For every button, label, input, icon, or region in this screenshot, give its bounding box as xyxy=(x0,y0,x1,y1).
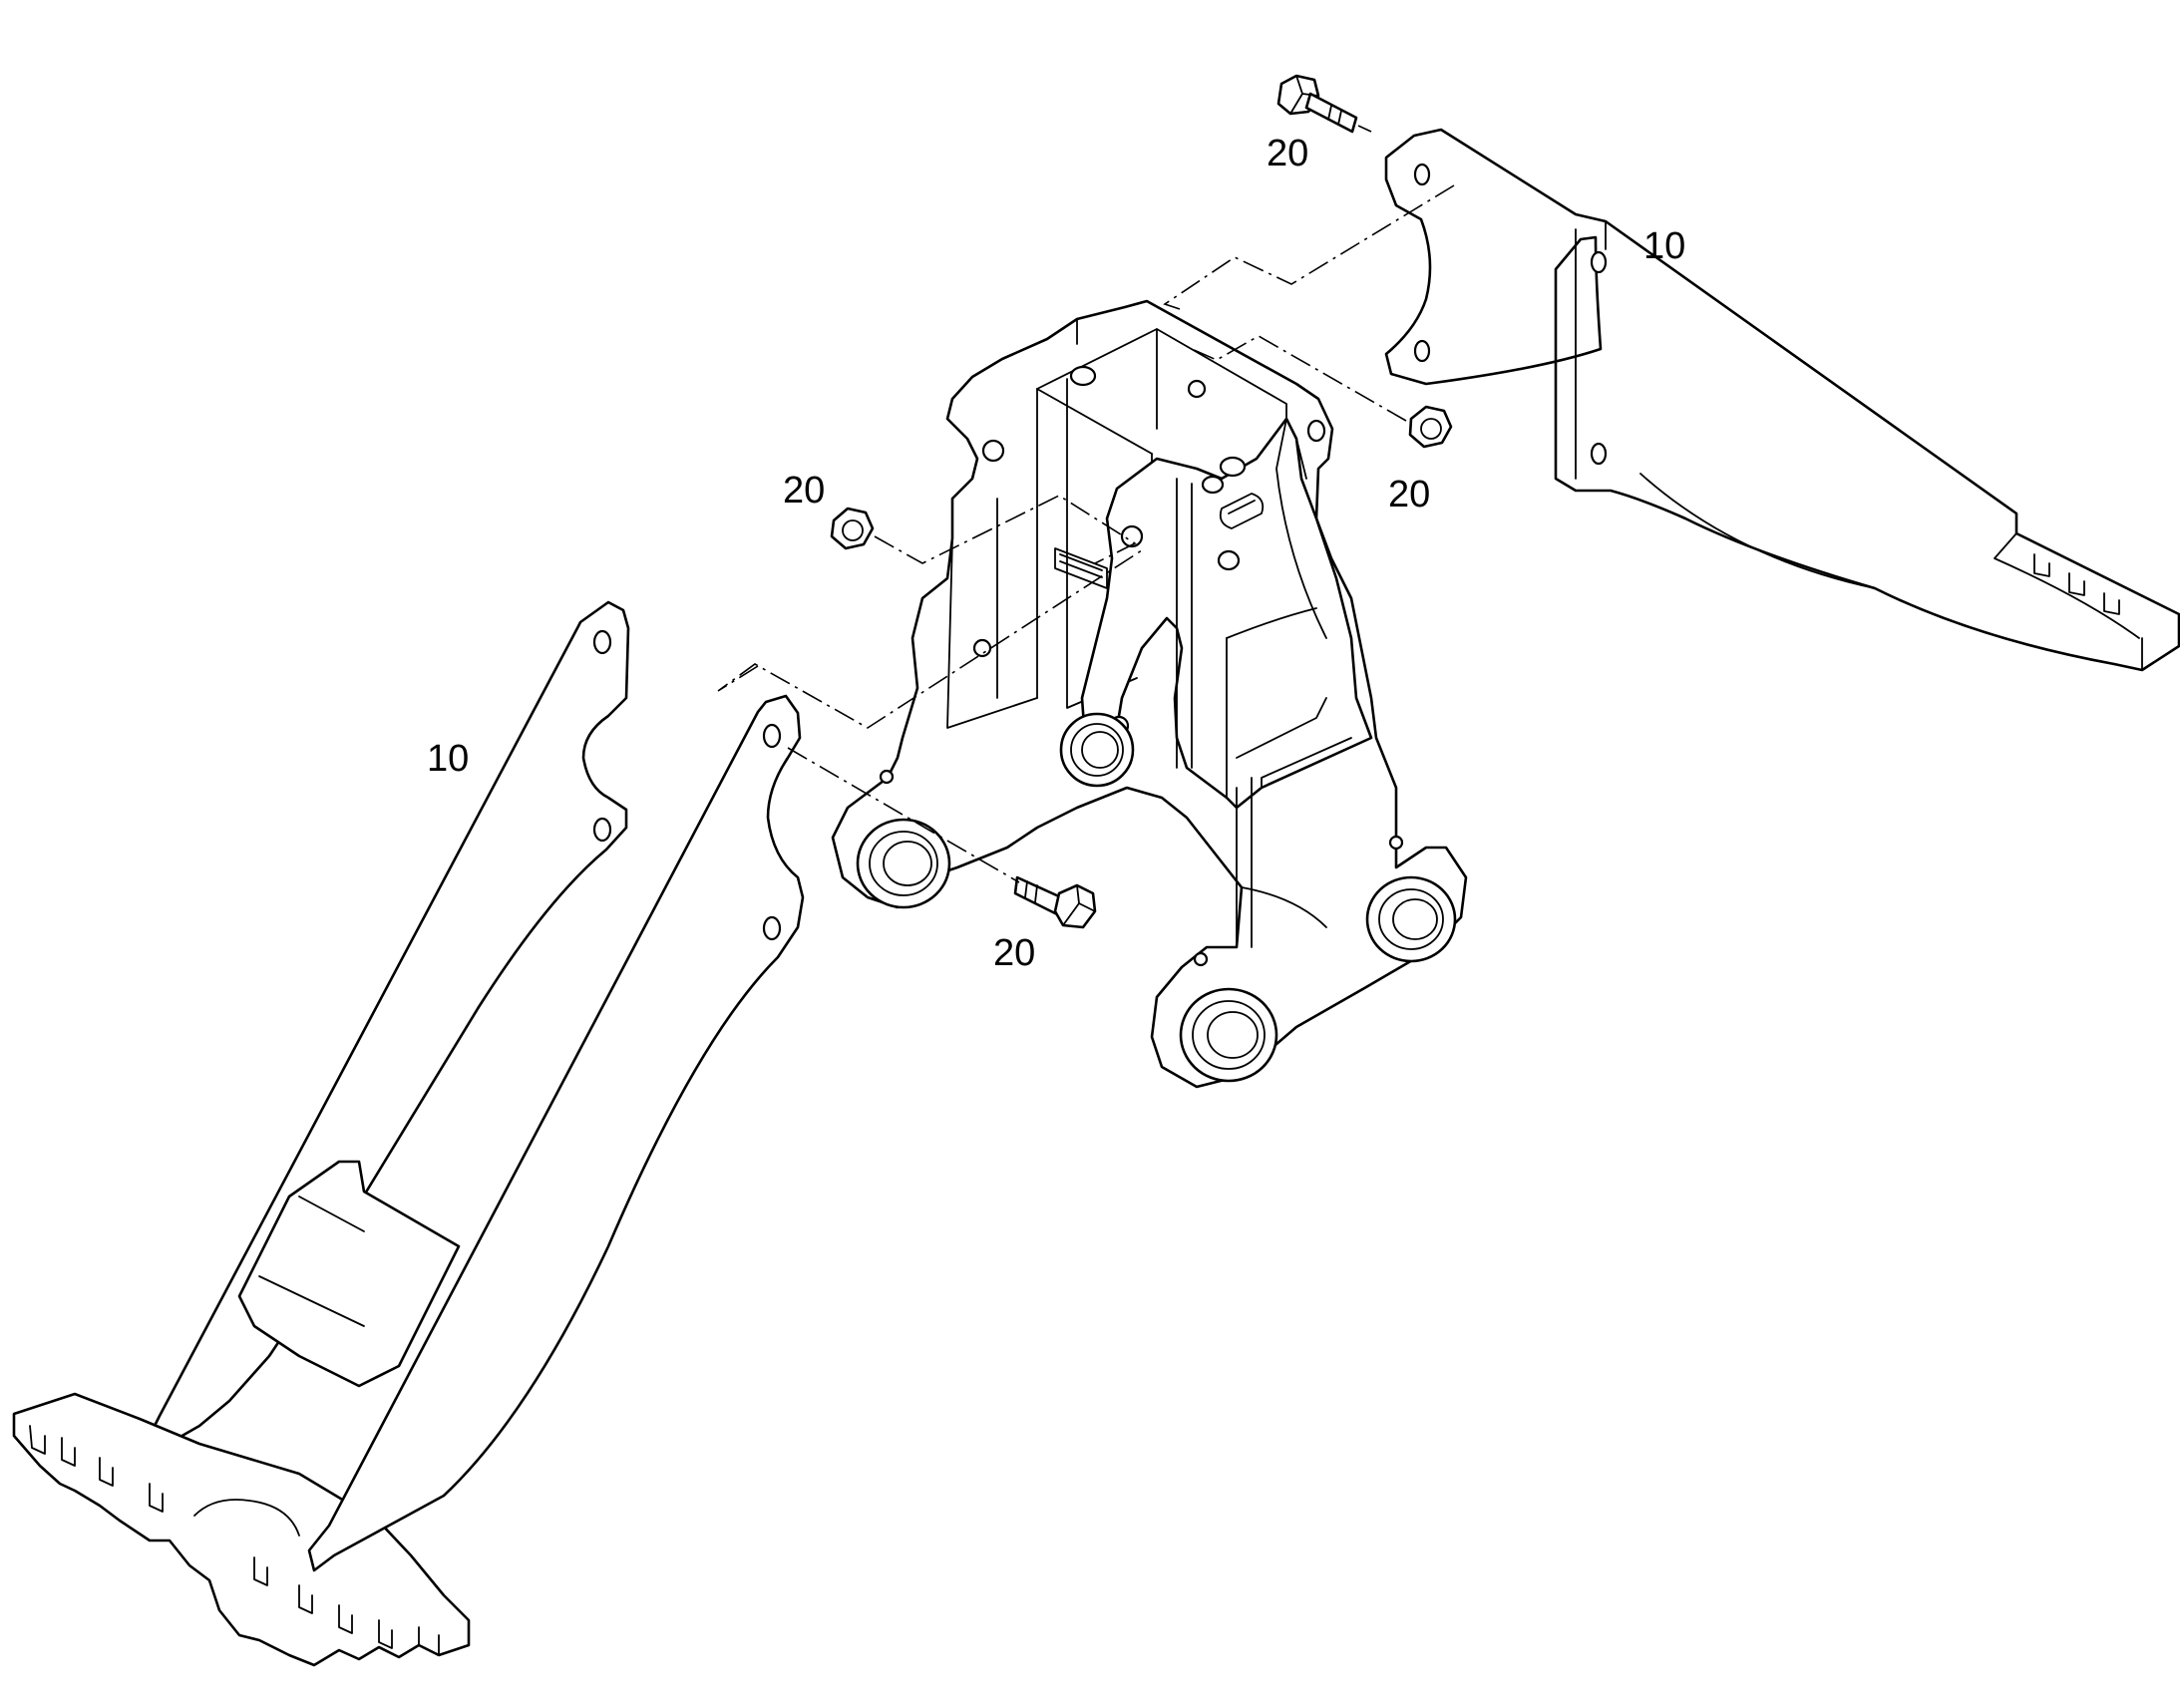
callout-label-20: 20 xyxy=(993,932,1036,974)
bolt-part-20-lower xyxy=(1013,875,1097,929)
nut-part-20-left xyxy=(830,507,875,550)
nut-part-20-right xyxy=(1408,405,1453,449)
assembly-center-lines xyxy=(717,125,1455,883)
plate-part-10-right xyxy=(1384,128,2180,672)
callout-label-20: 20 xyxy=(1388,474,1431,515)
callout-label-10: 10 xyxy=(1643,225,1686,267)
center-mount-body xyxy=(831,299,1468,1089)
callout-label-20: 20 xyxy=(1267,133,1309,174)
callout-label-10: 10 xyxy=(427,738,470,780)
frame-part-10-left xyxy=(12,600,805,1667)
bolt-part-20-top xyxy=(1276,74,1358,134)
callout-label-20: 20 xyxy=(783,470,826,512)
